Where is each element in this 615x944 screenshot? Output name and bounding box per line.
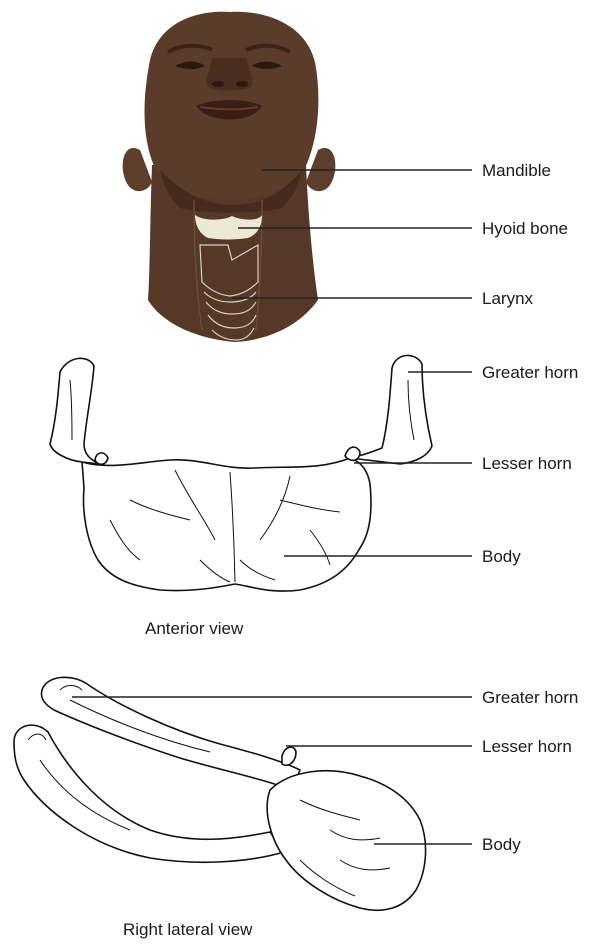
anterior-left-greater-horn [50,358,100,464]
caption-right-lateral-view: Right lateral view [123,921,252,938]
label-anterior-greater-horn: Greater horn [482,364,578,381]
label-anterior-body: Body [482,548,521,565]
anterior-body [82,458,371,591]
label-anterior-lesser-horn: Lesser horn [482,455,572,472]
lateral-hyoid [14,677,426,910]
label-lateral-body: Body [482,836,521,853]
label-lateral-greater-horn: Greater horn [482,689,578,706]
label-mandible: Mandible [482,162,551,179]
lateral-upper-greater-horn [42,677,301,790]
label-larynx: Larynx [482,290,533,307]
label-lateral-lesser-horn: Lesser horn [482,738,572,755]
label-hyoid-bone: Hyoid bone [482,220,568,237]
lateral-body [267,771,425,911]
left-ear [123,148,152,191]
caption-anterior-view: Anterior view [145,620,243,637]
head-illustration [123,12,336,342]
lateral-lesser-horn [282,747,296,765]
anterior-left-lesser-horn [95,453,108,464]
anterior-right-lesser-horn [345,447,360,460]
